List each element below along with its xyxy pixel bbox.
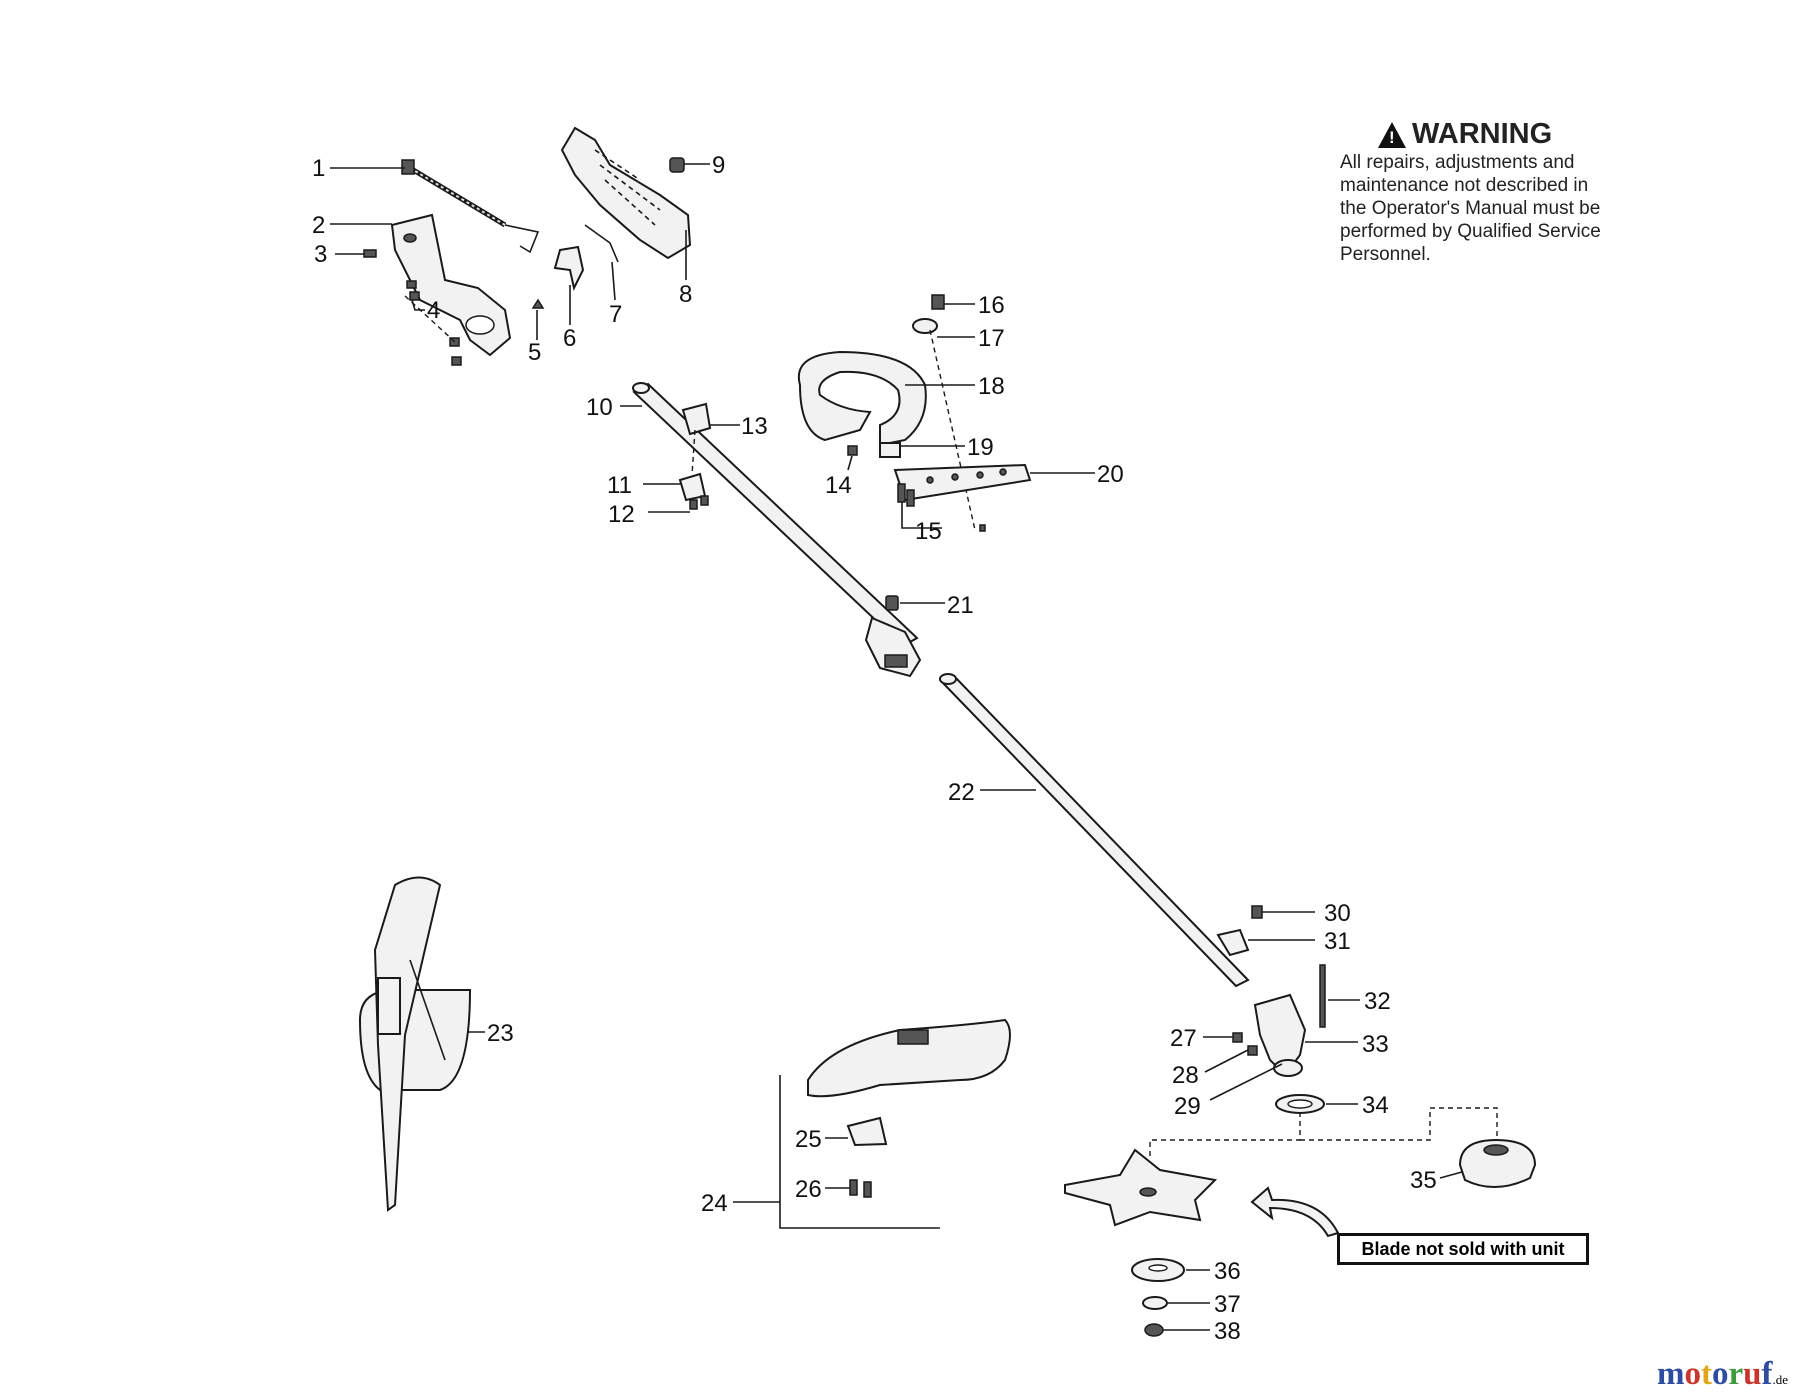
warning-triangle-icon — [1378, 121, 1406, 148]
screw-part-27 — [1232, 1032, 1243, 1043]
upper-drive-shaft-part — [632, 382, 919, 648]
watermark-letter: t — [1700, 1356, 1712, 1392]
callout-10: 10 — [586, 394, 613, 421]
screw-part-12 — [689, 495, 709, 510]
blade-note: Blade not sold with unit — [1337, 1233, 1589, 1265]
spacer-part-19 — [879, 442, 901, 458]
throttle-cable-part — [401, 159, 540, 254]
washer-part-34 — [1275, 1094, 1325, 1114]
callout-37: 37 — [1214, 1291, 1241, 1318]
callout-36: 36 — [1214, 1258, 1241, 1285]
callout-20: 20 — [1097, 461, 1124, 488]
bolt-part-30 — [1251, 905, 1263, 919]
callout-1: 1 — [312, 155, 325, 182]
callout-numbers: 1 2 3 4 5 6 7 8 9 10 13 11 12 16 17 18 1… — [312, 152, 1437, 1345]
callout-16: 16 — [978, 292, 1005, 319]
arrow-shape — [1250, 1186, 1340, 1238]
callout-3: 3 — [314, 241, 327, 268]
washer-part-37 — [1142, 1296, 1168, 1310]
callout-2: 2 — [312, 212, 325, 239]
watermark-brand: motoruf — [1657, 1356, 1773, 1392]
callout-29: 29 — [1174, 1093, 1201, 1120]
callout-23: 23 — [487, 1020, 514, 1047]
callout-4: 4 — [427, 297, 440, 324]
screw-part-28 — [1247, 1045, 1258, 1056]
callout-17: 17 — [978, 325, 1005, 352]
callout-28: 28 — [1172, 1062, 1199, 1089]
callout-34: 34 — [1362, 1092, 1389, 1119]
callout-35: 35 — [1410, 1167, 1437, 1194]
warning-box: WARNING All repairs, adjustments and mai… — [1340, 118, 1650, 266]
callout-27: 27 — [1170, 1025, 1197, 1052]
callout-38: 38 — [1214, 1318, 1241, 1345]
callout-19: 19 — [967, 434, 994, 461]
throttle-trigger-part — [553, 245, 585, 291]
callout-26: 26 — [795, 1176, 822, 1203]
lower-drive-shaft-part — [939, 673, 1250, 988]
loop-handle-part — [797, 350, 927, 447]
watermark-letter: o — [1711, 1356, 1729, 1392]
tube-part-32 — [1319, 964, 1326, 1028]
callout-24: 24 — [701, 1190, 728, 1217]
clamp-part-13 — [681, 402, 712, 436]
trimmer-head-part — [1458, 1138, 1537, 1189]
callout-25: 25 — [795, 1126, 822, 1153]
blade-guard-part — [807, 1018, 1011, 1098]
callout-14: 14 — [825, 472, 852, 499]
bolt-part-16 — [931, 294, 945, 310]
callout-5: 5 — [528, 339, 541, 366]
blade-part — [1064, 1148, 1218, 1227]
barrier-bracket-part — [893, 463, 1032, 502]
watermark-letter: m — [1656, 1356, 1685, 1392]
callout-11: 11 — [607, 472, 632, 499]
bracket-part-31 — [1216, 928, 1250, 957]
gearbox-part — [1253, 993, 1307, 1077]
callout-31: 31 — [1324, 928, 1351, 955]
callout-33: 33 — [1362, 1031, 1389, 1058]
watermark-letter: o — [1684, 1356, 1701, 1392]
knob-part-21 — [885, 595, 899, 611]
callout-7: 7 — [609, 301, 622, 328]
callout-15: 15 — [915, 518, 942, 545]
callout-9: 9 — [712, 152, 725, 179]
watermark-logo: motoruf.de — [1657, 1356, 1788, 1393]
watermark-letter: u — [1743, 1356, 1762, 1392]
screw-part-3 — [363, 249, 377, 258]
callout-22: 22 — [948, 779, 975, 806]
callout-21: 21 — [947, 592, 974, 619]
warning-title-text: WARNING — [1412, 118, 1553, 150]
leader-lines — [330, 163, 1463, 1331]
watermark-letter: f — [1761, 1356, 1773, 1392]
callout-6: 6 — [563, 325, 576, 352]
callout-8: 8 — [679, 281, 692, 308]
coupler-part — [864, 616, 922, 678]
bracket-part-25 — [846, 1116, 888, 1147]
washer-part-17 — [912, 318, 938, 334]
nut-part-14 — [847, 445, 858, 456]
pin-part-5 — [531, 298, 545, 309]
nut-part-38 — [1144, 1323, 1164, 1337]
watermark-letter: r — [1728, 1356, 1744, 1392]
callout-30: 30 — [1324, 900, 1351, 927]
spring-part-7 — [584, 224, 619, 263]
knob-part-9 — [669, 157, 685, 173]
front-handle-grip-part — [560, 126, 692, 260]
callout-18: 18 — [978, 373, 1005, 400]
callout-13: 13 — [741, 413, 768, 440]
harness-part — [358, 876, 472, 1212]
watermark-suffix: .de — [1772, 1372, 1788, 1387]
washer-part-36 — [1131, 1258, 1185, 1282]
callout-32: 32 — [1364, 988, 1391, 1015]
screw-part-4 — [406, 280, 420, 301]
warning-title: WARNING — [1378, 118, 1650, 151]
screw-small-lower — [449, 337, 462, 366]
screw-part-26 — [849, 1179, 872, 1198]
warning-body: All repairs, adjustments and maintenance… — [1340, 152, 1601, 265]
callout-12: 12 — [608, 501, 635, 528]
